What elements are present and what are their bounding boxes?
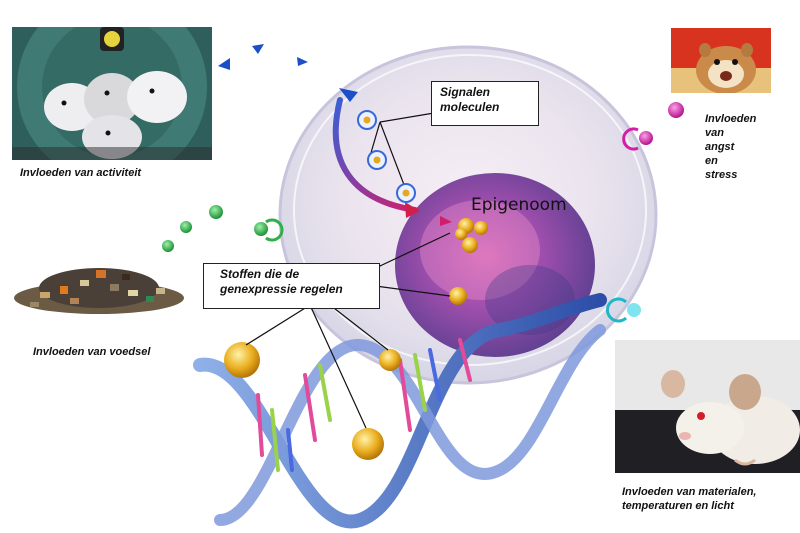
caption-stress-line: van <box>705 127 724 139</box>
signal-molecules-label-line: moleculen <box>440 100 500 114</box>
dna-helix <box>193 293 607 529</box>
epigenome-label: Epigenoom <box>471 195 567 215</box>
signal-molecules-label-line: Signalen <box>440 85 491 99</box>
caption-materials-line: temperaturen en licht <box>622 500 734 512</box>
magenta-molecules <box>622 102 684 151</box>
gene-regulators-label: Stoffen die de genexpressie regelen <box>203 263 380 309</box>
blue-signal-triangles <box>218 44 308 70</box>
gene-regulators-label-line: genexpressie regelen <box>220 282 343 296</box>
gene-regulators-label-line: Stoffen die de <box>220 267 300 281</box>
caption-food: Invloeden van voedsel <box>33 346 151 358</box>
caption-materials: Invloeden van materialen, temperaturen e… <box>622 485 757 513</box>
caption-stress: Invloeden van angst en stress <box>705 112 756 182</box>
caption-stress-line: en <box>705 155 718 167</box>
food-pellets-photo <box>10 258 188 316</box>
caption-stress-line: Invloeden <box>705 113 757 125</box>
caption-stress-line: angst <box>705 141 735 153</box>
hamsters-photo <box>12 27 212 160</box>
signal-molecules <box>332 88 452 226</box>
caption-stress-line: stress <box>705 169 738 181</box>
signal-molecules-label: Signalen moleculen <box>431 81 539 126</box>
caption-activity: Invloeden van activiteit <box>20 167 142 179</box>
cyan-molecule <box>606 297 641 323</box>
green-molecules <box>162 205 284 252</box>
caption-materials-line: Invloeden van materialen, <box>622 486 757 498</box>
gene-regulator-molecules <box>224 218 488 460</box>
white-mouse-photo <box>615 340 800 473</box>
scared-hamster-photo <box>671 28 771 93</box>
